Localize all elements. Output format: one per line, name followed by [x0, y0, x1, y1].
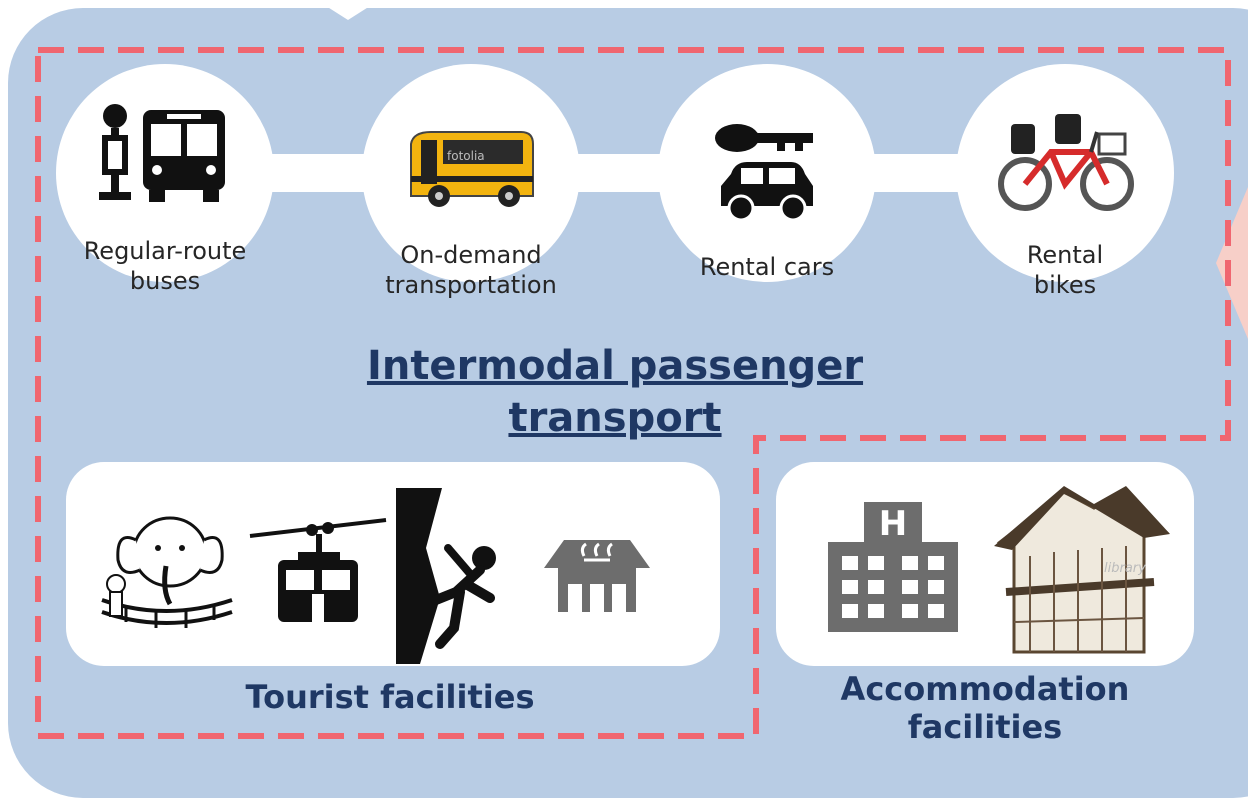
mode-rental-bikes: Rental bikes [956, 64, 1174, 299]
mode-on-demand-transportation: fotolia On-demand transportation [362, 64, 580, 299]
hotel-building-icon: H [828, 502, 958, 632]
bus-stop-icon [99, 104, 225, 202]
minibus-icon: fotolia [410, 131, 534, 207]
bicycle-icon [998, 114, 1134, 211]
rock-climbing-icon [396, 488, 496, 664]
tourist-area-dashed-boundary [35, 47, 1231, 739]
intermodal-title: Intermodal passenger transport [290, 340, 940, 444]
accommodation-title-line2: facilities [907, 708, 1063, 746]
svg-text:H: H [879, 504, 907, 544]
mode-label-line1: Rental [1026, 241, 1104, 269]
mode-label-line1: On-demand [400, 241, 542, 269]
ryokan-inn-icon: library [994, 486, 1170, 654]
circle-connector-band [150, 154, 1110, 192]
title-line1: Intermodal passenger [366, 343, 864, 389]
mode-label-line2: transportation [385, 271, 557, 299]
tourist-facilities-title: Tourist facilities [245, 678, 535, 716]
title-line2: transport [508, 395, 722, 441]
hot-spring-icon [544, 540, 650, 612]
tourist-facilities-box [66, 462, 720, 666]
fotolia-watermark: fotolia [447, 149, 485, 163]
library-watermark: library [1104, 561, 1146, 576]
mode-label-line1: Regular-route [83, 237, 247, 265]
elephant-zoo-icon [101, 516, 233, 628]
ropeway-gondola-icon [249, 518, 387, 622]
mode-label-line2: buses [129, 267, 201, 295]
accommodation-title-line1: Accommodation [840, 670, 1130, 708]
mode-label-line2: bikes [1033, 271, 1097, 299]
mode-rental-cars: Rental cars [658, 64, 876, 282]
accommodation-facilities-title: Accommodation facilities [780, 670, 1190, 746]
accommodation-facilities-box: H library [776, 462, 1194, 666]
mode-regular-route-buses: Regular-route buses [56, 64, 274, 295]
car-key-icon [715, 124, 813, 222]
panel-notch [326, 6, 370, 20]
mode-label-line1: Rental cars [699, 253, 835, 281]
